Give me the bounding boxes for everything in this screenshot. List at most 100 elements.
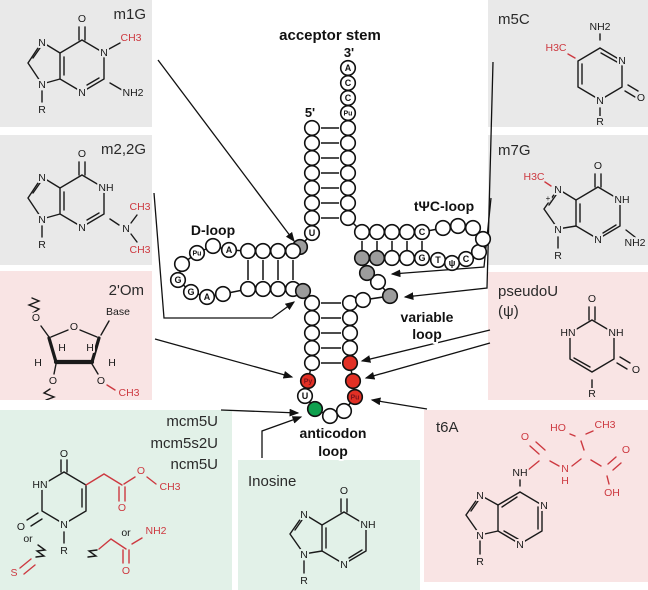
residue-circle xyxy=(346,388,364,406)
residue-circle xyxy=(369,273,387,291)
panel-m1g: m1G O N N N N CH3 NH2 R xyxy=(0,0,152,127)
atom-r: R xyxy=(38,104,46,116)
text-or-1: or xyxy=(23,533,33,545)
atom-o: O xyxy=(340,485,348,497)
residue-circle xyxy=(381,287,399,305)
residue-circle xyxy=(303,164,321,182)
residue-circle xyxy=(303,134,321,152)
residue-circle xyxy=(303,309,321,327)
residue-letter: ψ xyxy=(449,258,456,268)
mcm5u-structure: mcm5U mcm5s2U ncm5U O HN xyxy=(8,413,218,581)
atom-oh: OH xyxy=(604,487,620,499)
atom-n7: N xyxy=(476,490,484,502)
panel-inosine: Inosine O NH N N N R xyxy=(238,460,420,590)
arrow-m1g xyxy=(157,59,295,243)
residue-circle xyxy=(398,249,416,267)
residue-circle xyxy=(358,264,376,282)
backbone-path xyxy=(177,68,484,417)
atom-r: R xyxy=(596,116,604,127)
atom-h3c: H3C xyxy=(523,171,544,183)
label-d-loop: D-loop xyxy=(191,222,235,238)
residue-circle xyxy=(303,119,321,137)
atom-n3: N xyxy=(340,559,348,571)
bond-lines xyxy=(27,297,116,400)
m5c-structure: m5C NH2 N O N H3C R xyxy=(498,11,647,127)
bond-lines xyxy=(19,459,157,575)
panel-m7g: m7G O NH NH2 N N + N H3C R xyxy=(488,135,648,265)
residue-circle xyxy=(296,387,314,405)
atom-hn: HN xyxy=(560,327,575,339)
residue-circle xyxy=(303,339,321,357)
residue-circle xyxy=(341,354,359,372)
residue-circle xyxy=(434,219,452,237)
atom-n7: N xyxy=(38,37,46,49)
atom-o: O xyxy=(637,92,645,104)
residue-letter: Pu xyxy=(351,395,360,402)
atom-n3: N xyxy=(618,55,626,67)
pseudou-structure: pseudoU (ψ) O HN NH O R xyxy=(498,283,642,400)
panel-label-inosine: Inosine xyxy=(248,473,296,490)
atom-r: R xyxy=(588,388,596,400)
residue-circle xyxy=(443,254,461,272)
residue-letter: G xyxy=(418,253,425,263)
residue-letter: C xyxy=(419,227,426,237)
panel-label-m5c: m5C xyxy=(498,11,530,28)
atom-r: R xyxy=(60,545,68,557)
atom-n3: N xyxy=(516,539,524,551)
panel-2om: 2'Om O Base H H H H O O O CH3 xyxy=(0,271,152,400)
atom-n: N xyxy=(561,463,569,475)
residue-circle xyxy=(182,283,200,301)
residue-circle xyxy=(269,242,287,260)
residue-circle xyxy=(470,243,488,261)
atom-carbonyl-o: O xyxy=(118,502,126,514)
label-3-prime: 3' xyxy=(344,45,354,60)
atom-n3: N xyxy=(78,222,86,234)
residue-circle xyxy=(339,89,357,107)
residue-circle xyxy=(306,400,324,418)
atom-r: R xyxy=(300,575,308,587)
residue-circle xyxy=(269,280,287,298)
panel-m5c: m5C NH2 N O N H3C R xyxy=(488,0,648,127)
mod-name-mcm5s2u: mcm5s2U xyxy=(150,435,218,452)
atom-h3: H xyxy=(34,357,42,369)
residue-circle xyxy=(294,282,312,300)
residue-circle xyxy=(341,294,359,312)
residue-letter: A xyxy=(204,292,211,302)
bond-lines xyxy=(465,430,622,555)
inosine-structure: Inosine O NH N N N R xyxy=(248,473,378,589)
atom-o4: O xyxy=(60,448,68,460)
atom-h1: H xyxy=(58,342,66,354)
mod-name-mcm5u: mcm5U xyxy=(166,413,218,430)
residue-letter: Pu xyxy=(193,251,202,258)
atom-n1: N xyxy=(60,519,68,531)
atom-ch3: CH3 xyxy=(159,481,180,493)
atom-n9: N xyxy=(38,214,46,226)
panel-mcm5u: mcm5U mcm5s2U ncm5U O HN xyxy=(0,410,232,590)
residue-circle xyxy=(339,59,357,77)
bond-lines xyxy=(27,26,123,103)
residue-letter: U xyxy=(309,228,316,238)
residue-circle xyxy=(303,209,321,227)
atom-ho: HO xyxy=(550,422,566,434)
atom-ch3a: CH3 xyxy=(129,201,150,213)
arrow-inosine xyxy=(261,416,303,458)
residue-letter: C xyxy=(463,254,470,264)
atom-nh2: NH2 xyxy=(589,21,610,33)
atom-s: S xyxy=(10,567,17,579)
residue-circle xyxy=(303,354,321,372)
atom-o2: O xyxy=(97,375,105,387)
atom-nh: NH xyxy=(608,327,623,339)
residue-circle xyxy=(214,285,232,303)
arrow-pseudou-1 xyxy=(360,329,491,363)
arrow-m7g xyxy=(390,197,492,278)
residue-circle xyxy=(173,255,191,273)
atom-n2: N xyxy=(122,223,130,235)
residue-circle xyxy=(398,223,416,241)
arrow-m5c xyxy=(403,61,494,300)
atom-plus-charge: + xyxy=(546,194,551,203)
residue-circle xyxy=(354,291,372,309)
residue-circle xyxy=(339,164,357,182)
residue-circle xyxy=(303,224,321,242)
residue-letter: G xyxy=(187,287,194,297)
